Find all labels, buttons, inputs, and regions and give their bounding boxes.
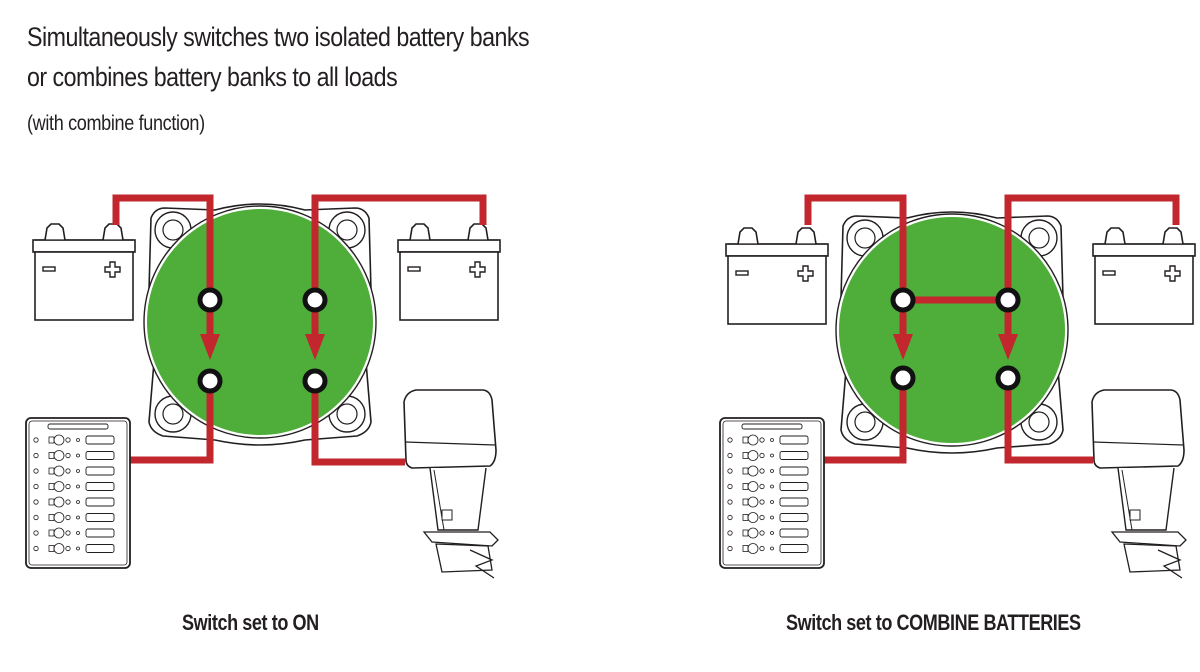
terminal-2-in	[995, 287, 1021, 313]
outboard-motor	[1091, 389, 1187, 579]
diagram-switch-combine	[719, 194, 1196, 579]
wire-battery1-in	[112, 194, 214, 300]
terminal-1-in	[197, 287, 223, 313]
switch-panel	[719, 417, 825, 569]
wire-to-panel	[130, 381, 214, 464]
battery-switch-body	[143, 203, 377, 446]
outboard-motor	[403, 389, 499, 579]
switch-panel	[25, 417, 131, 569]
battery-right	[397, 223, 501, 321]
wire-battery1-in	[804, 194, 907, 300]
diagram-switch-on	[25, 194, 501, 579]
terminal-2-out	[995, 365, 1021, 391]
arrowhead-right	[998, 334, 1018, 360]
wire-to-motor	[1004, 378, 1093, 464]
arrowhead-right	[305, 334, 325, 360]
terminal-2-out	[302, 368, 328, 394]
title-line-2: or combines battery banks to all loads	[27, 62, 398, 92]
wire-to-motor	[311, 381, 405, 466]
terminal-1-out	[890, 365, 916, 391]
battery-left	[725, 227, 829, 325]
subtitle: (with combine function)	[27, 112, 205, 135]
battery-left	[32, 223, 136, 321]
title-line-1: Simultaneously switches two isolated bat…	[27, 22, 530, 52]
wires	[804, 194, 1180, 464]
wire-battery2-in	[311, 194, 487, 300]
arrowhead-left	[893, 334, 913, 360]
battery-switch-body	[835, 211, 1069, 454]
arrowhead-left	[200, 334, 220, 360]
battery-right	[1092, 227, 1196, 325]
terminal-1-out	[197, 368, 223, 394]
terminal-2-in	[302, 287, 328, 313]
wire-battery2-in	[1004, 194, 1180, 300]
terminal-1-in	[890, 287, 916, 313]
caption-switch-on: Switch set to ON	[182, 610, 319, 635]
wire-to-panel	[824, 378, 907, 464]
caption-switch-combine: Switch set to COMBINE BATTERIES	[786, 610, 1081, 635]
